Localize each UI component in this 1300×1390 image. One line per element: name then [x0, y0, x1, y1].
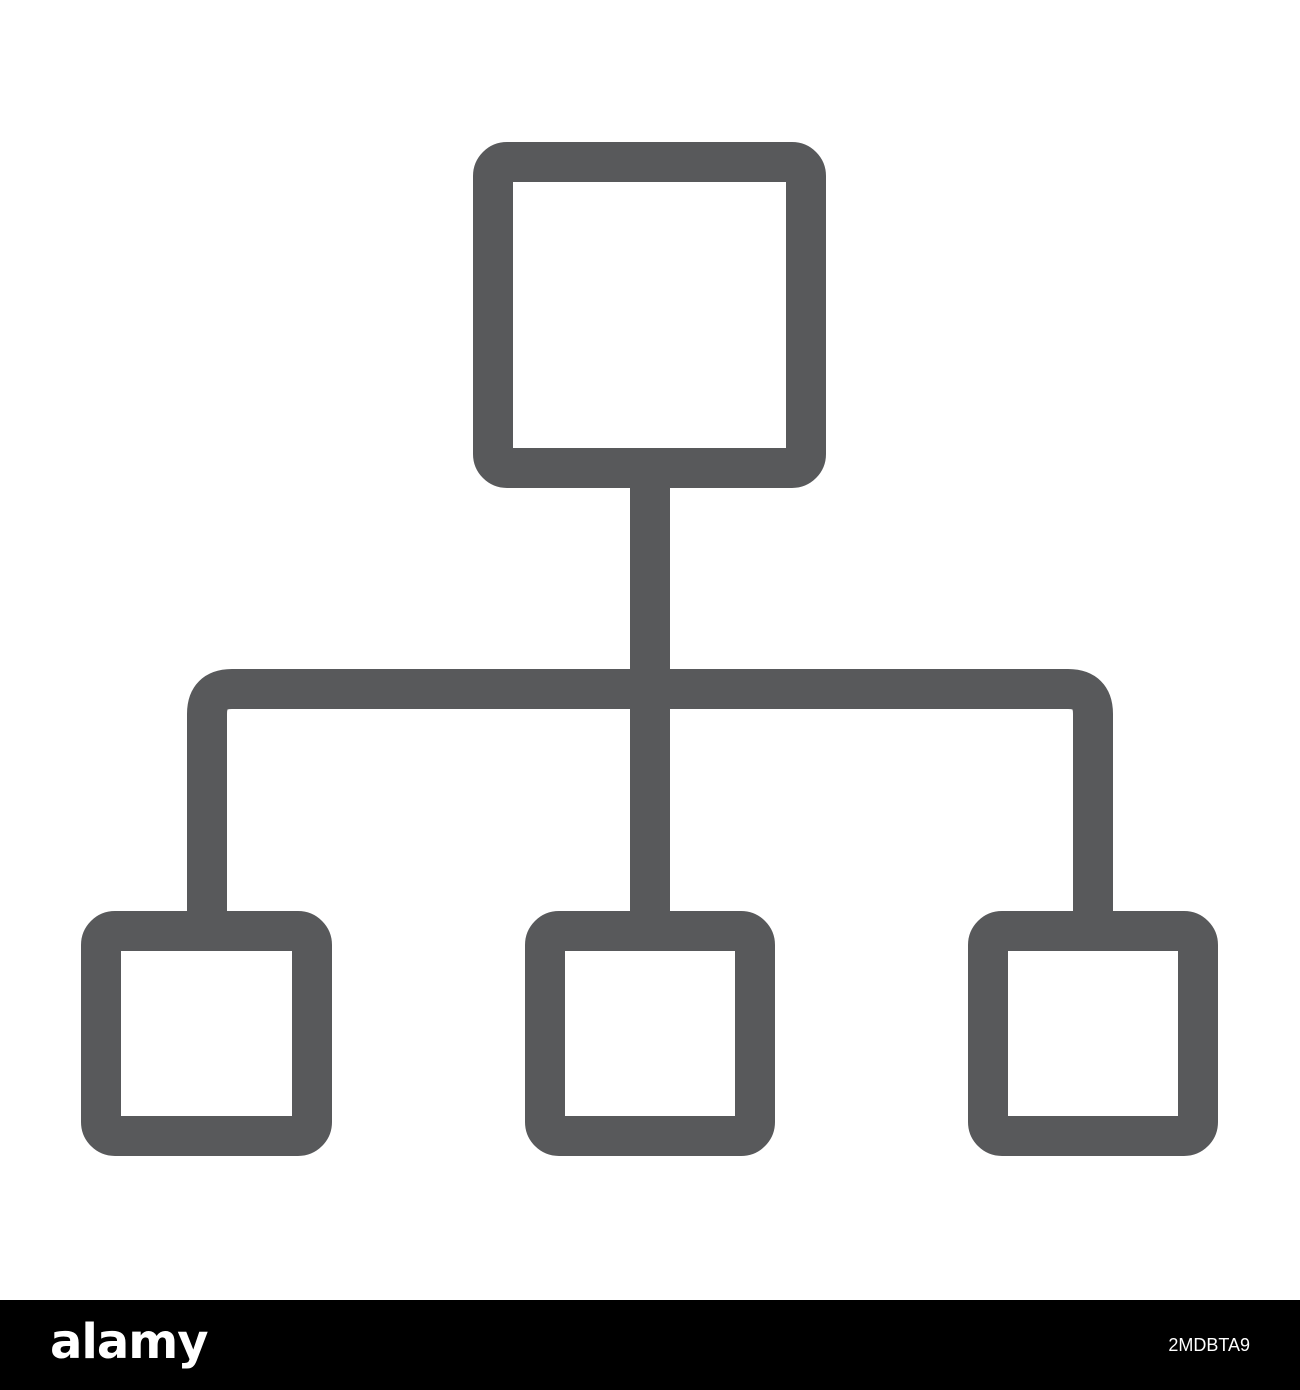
root-node-box — [473, 142, 826, 488]
child-node-center-box — [525, 911, 775, 1156]
hierarchy-structure-icon — [81, 142, 1218, 1156]
image-id-label: 2MDBTA9 — [1168, 1335, 1250, 1355]
child-node-left-box — [81, 911, 332, 1156]
icon-canvas — [81, 142, 1218, 1156]
child-node-right-box — [968, 911, 1218, 1156]
brand-logo: alamy — [50, 1314, 209, 1370]
footer-bar: alamy 2MDBTA9 — [0, 1300, 1300, 1390]
